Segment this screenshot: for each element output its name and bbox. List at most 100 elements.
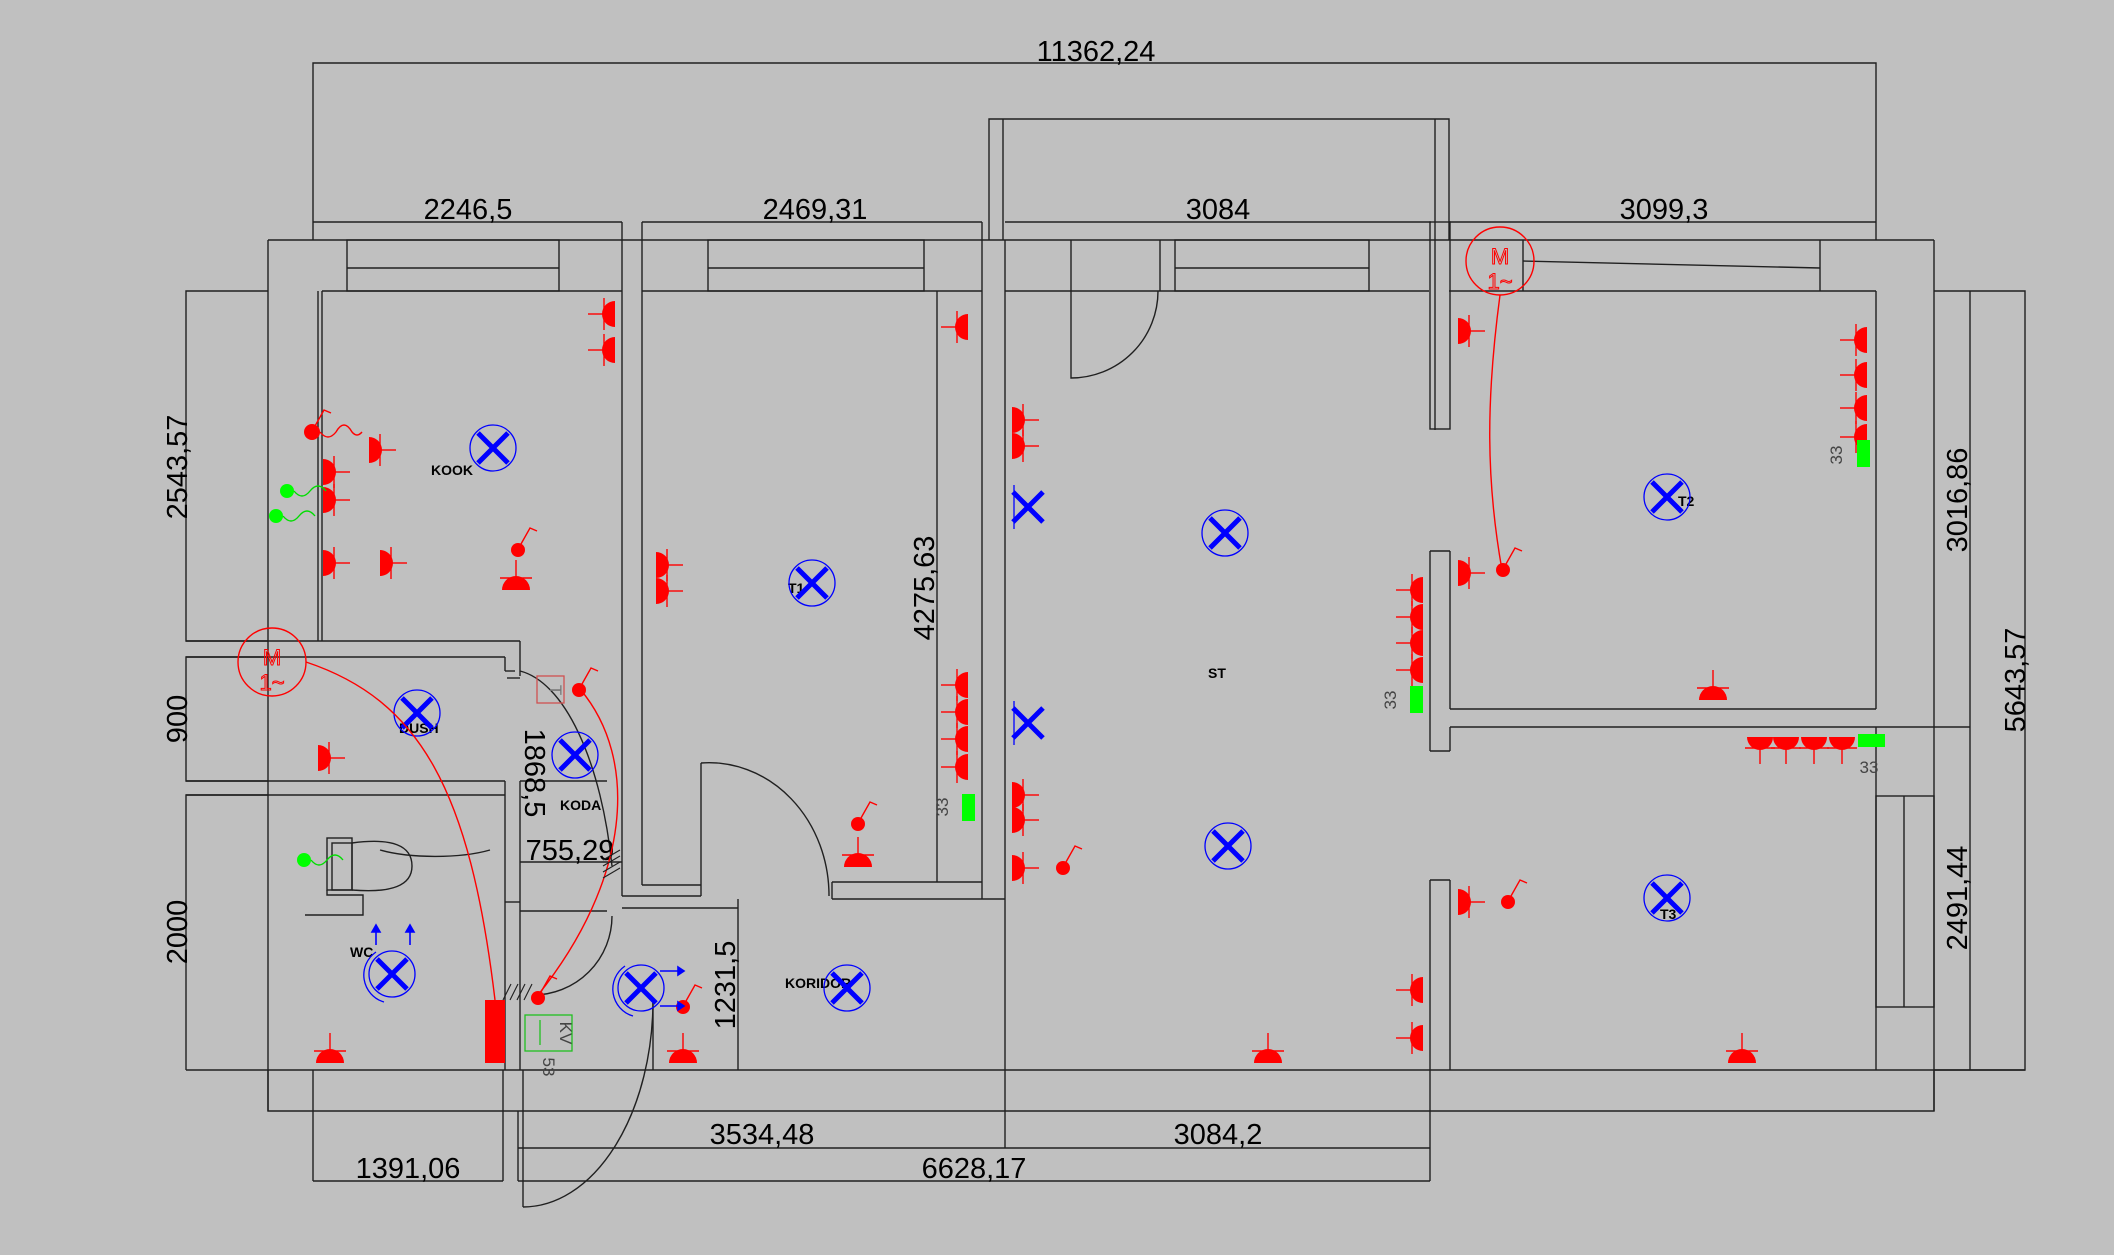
- outlet-group-label-t2: 33: [1827, 446, 1846, 465]
- floor-outlet-icon: [1252, 1033, 1284, 1063]
- dimension-labels: 11362,24 2246,5 2469,31 3084 3099,3 2543…: [162, 36, 2032, 1185]
- power-outlet-icon: [588, 298, 615, 330]
- power-outlet-icon: [323, 456, 350, 488]
- ceiling-light-icon: [1643, 473, 1691, 521]
- floor-outlet-icon: [314, 1033, 346, 1063]
- power-outlet-icon: [1458, 557, 1485, 589]
- ceiling-light-icon: [1011, 485, 1045, 529]
- power-outlet-icon: [1012, 430, 1039, 462]
- room-label-t3: T3: [1660, 906, 1677, 922]
- outlet-group-label-t3: 33: [1860, 758, 1879, 777]
- ceiling-light-icon: [363, 950, 416, 1003]
- motor-symbol-left: M 1~: [237, 627, 496, 1001]
- dim-t1-depth: 4275,63: [909, 536, 941, 641]
- power-outlet-icon: [941, 669, 968, 701]
- light-switch-icon: [572, 667, 599, 697]
- power-outlet-icon: [656, 549, 683, 581]
- floor-outlet-icon: [1697, 670, 1729, 700]
- motor-label-top-2: M: [1491, 244, 1509, 269]
- wiring-koda: [537, 688, 619, 996]
- dim-top-t2: 3099,3: [1620, 194, 1709, 226]
- light-switch-icon: [511, 527, 538, 557]
- motor-symbol-right: M 1~: [1465, 226, 1535, 571]
- power-outlet-icon: [1012, 779, 1039, 811]
- power-outlet-icon: [1745, 737, 1775, 764]
- dim-top-st: 3084: [1186, 194, 1251, 226]
- power-outlet-icon: [323, 484, 350, 516]
- power-outlet-icon: [318, 742, 345, 774]
- light-switch-icon: [851, 801, 878, 831]
- dim-left-dush: 900: [162, 695, 194, 743]
- power-outlet-icon: [1012, 852, 1039, 884]
- light-switch-icon: [531, 975, 558, 1005]
- distribution-board: [485, 1000, 505, 1063]
- dim-bottom-mid: 3534,48: [710, 1119, 815, 1151]
- power-outlet-icon: [1396, 627, 1423, 659]
- room-label-wc: WC: [350, 944, 373, 960]
- power-outlet-icon: [380, 547, 407, 579]
- pull-switch-icon: [304, 424, 363, 440]
- room-label-koda: KODA: [560, 797, 601, 813]
- power-outlet-icon: [1827, 737, 1857, 764]
- power-outlet-icon: [941, 696, 968, 728]
- outlet-group-boxes: 33 33 33 33: [933, 440, 1885, 821]
- motor-label-top: M: [263, 645, 281, 670]
- ceiling-light-icon: [393, 689, 441, 737]
- dim-top-t1: 2469,31: [763, 194, 868, 226]
- dim-bottom-st: 3084,2: [1174, 1119, 1263, 1151]
- power-outlet-icon: [941, 311, 968, 343]
- ceiling-light-icon: [612, 964, 665, 1017]
- thermostat: T: [536, 675, 565, 704]
- ceiling-light-icon: [1204, 822, 1252, 870]
- light-switch-icon: [1056, 845, 1083, 875]
- dim-top-kook: 2246,5: [424, 194, 513, 226]
- power-outlet-icon: [1396, 654, 1423, 686]
- power-outlet-icon: [323, 547, 350, 579]
- power-outlet-icon: [941, 751, 968, 783]
- power-outlet-icon: [1396, 974, 1423, 1006]
- motor-label-bottom-2: 1~: [1487, 269, 1512, 294]
- power-outlet-icon: [369, 434, 396, 466]
- power-outlet-icon: [941, 723, 968, 755]
- floor-outlet-icon: [500, 560, 532, 590]
- light-switch-icon: [1501, 879, 1528, 909]
- ceiling-light-icon: [469, 424, 517, 472]
- room-label-kook: KOOK: [431, 462, 473, 478]
- power-outlet-icon: [1840, 324, 1867, 356]
- power-outlet-icon: [588, 334, 615, 366]
- electrical-panel: KV 53: [485, 849, 621, 1077]
- ceiling-lights: [363, 424, 1691, 1017]
- outlet-group-label-t1: 33: [933, 798, 952, 817]
- power-outlet-icon: [1458, 886, 1485, 918]
- power-outlet-icon: [1458, 315, 1485, 347]
- exhaust-arrows: [370, 923, 686, 1012]
- power-outlet-icon: [1396, 1022, 1423, 1054]
- dim-koda-vertical: 1868,5: [518, 729, 550, 818]
- power-outlet-icon: [1840, 359, 1867, 391]
- dim-koridor-depth: 1231,5: [710, 941, 742, 1030]
- dim-right-t3: 2491,44: [1942, 846, 1974, 951]
- switches: [304, 409, 1528, 1014]
- dim-right-t2: 3016,86: [1942, 448, 1974, 553]
- ceiling-light-icon: [551, 731, 599, 779]
- floor-outlet-icon: [667, 1033, 699, 1063]
- dim-left-kook: 2543,57: [162, 415, 194, 520]
- power-outlet-icon: [1771, 737, 1801, 764]
- thermostat-label: T: [546, 685, 565, 695]
- room-label-st: ST: [1208, 665, 1226, 681]
- power-outlet-icon: [1012, 404, 1039, 436]
- power-outlet-icon: [1396, 601, 1423, 633]
- walls: [186, 221, 1970, 1111]
- outlet-group-label-st: 33: [1381, 691, 1400, 710]
- panel-code: 53: [539, 1058, 558, 1077]
- dim-overall-width: 11362,24: [1037, 36, 1156, 68]
- power-outlet-icon: [1799, 737, 1829, 764]
- dim-right-overall: 5643,57: [2000, 628, 2032, 733]
- power-outlet-icon: [1396, 574, 1423, 606]
- floor-outlet-icon: [842, 837, 874, 867]
- ceiling-light-icon: [1201, 509, 1249, 557]
- power-outlet-icon: [656, 575, 683, 607]
- water-points: [269, 484, 344, 867]
- panel-label: KV: [556, 1022, 575, 1045]
